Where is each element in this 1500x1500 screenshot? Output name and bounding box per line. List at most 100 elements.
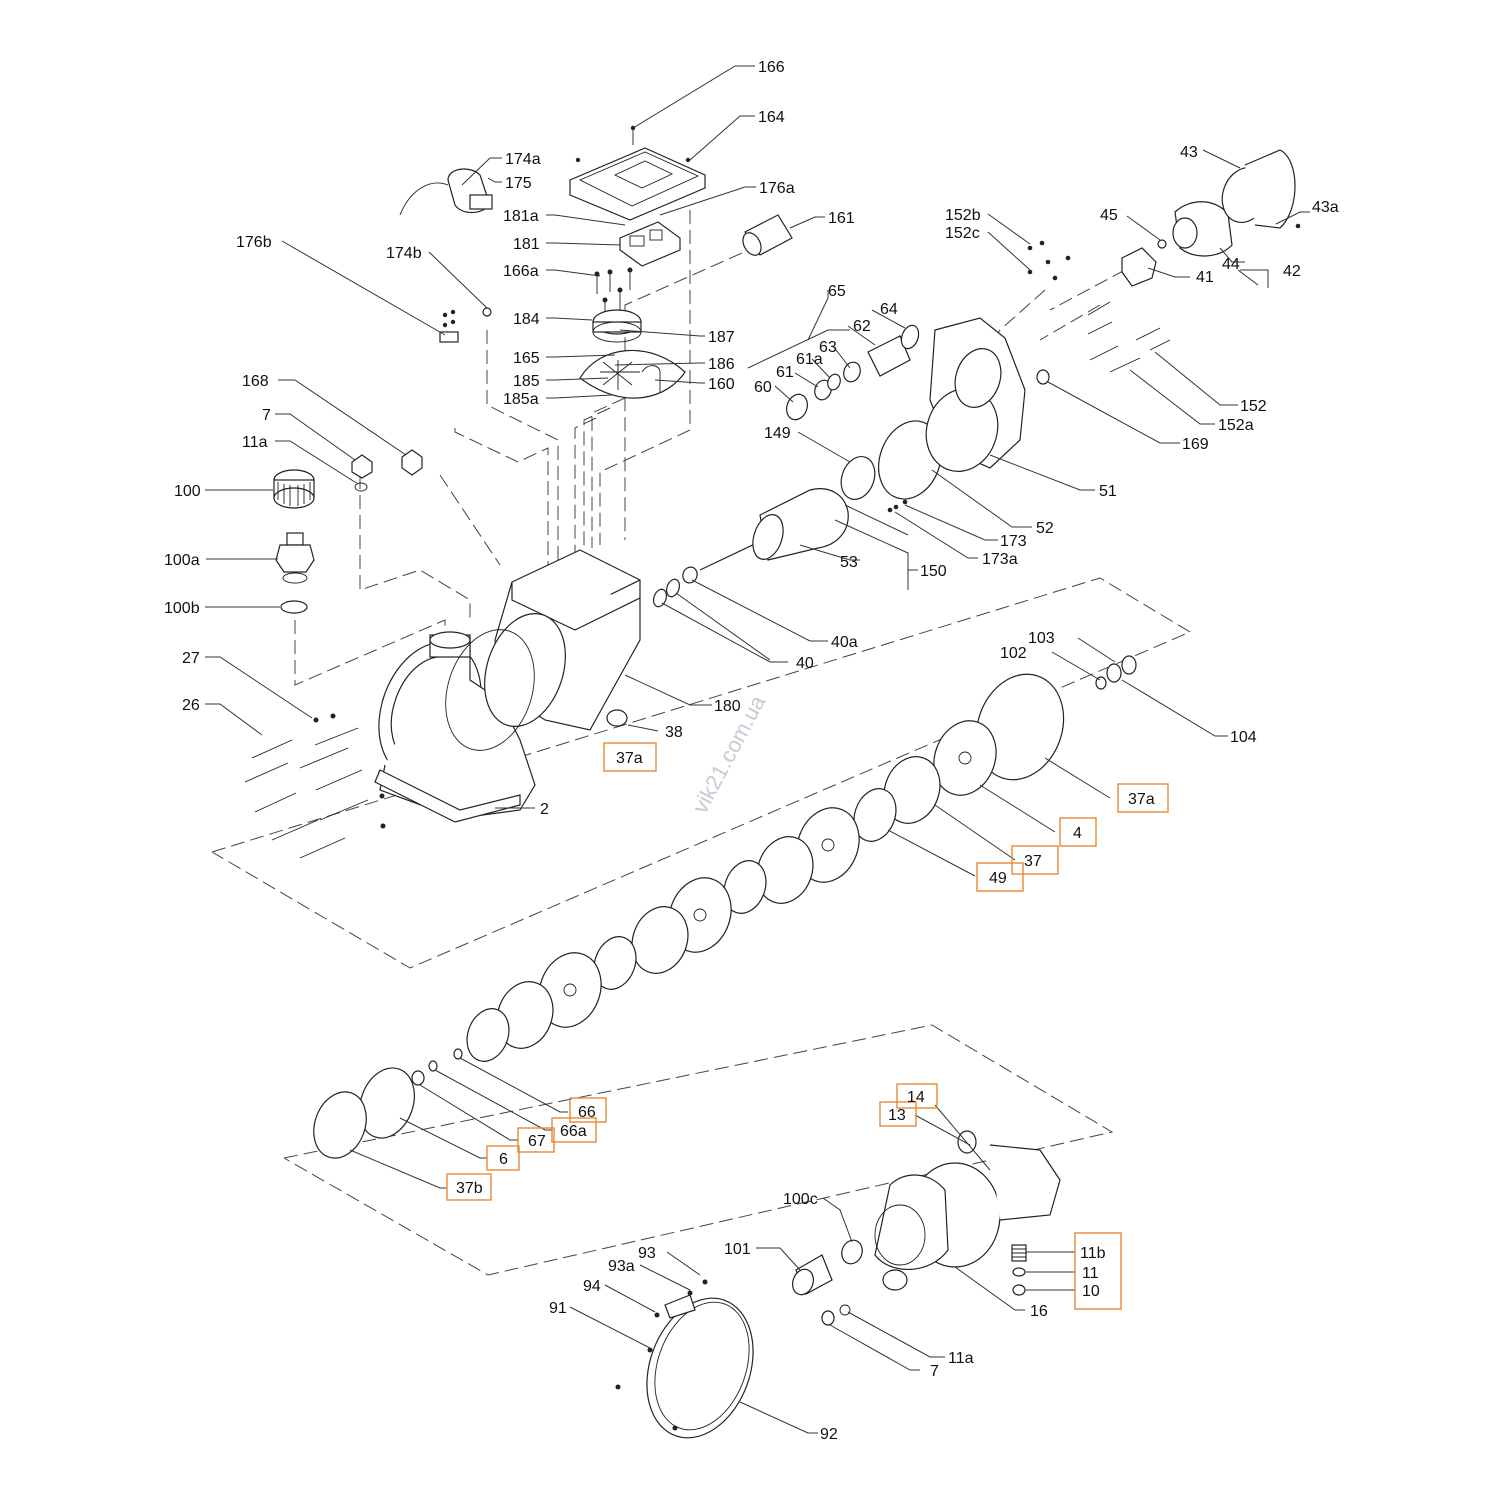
plate-165 (579, 350, 686, 399)
label-100a: 100a (164, 552, 200, 569)
label-165: 165 (513, 350, 540, 367)
boxed-label-67: 67 (528, 1133, 546, 1150)
fitting-100a (275, 532, 315, 584)
label-100: 100 (174, 483, 201, 500)
label-40a: 40a (831, 634, 858, 651)
boxed-label-37: 37 (1024, 853, 1042, 870)
label-43: 43 (1180, 144, 1198, 161)
cable-gland-174a (399, 168, 493, 216)
label-91: 91 (549, 1300, 567, 1317)
label-44: 44 (1222, 256, 1240, 273)
label-174b: 174b (386, 245, 422, 262)
cap-43 (1221, 149, 1301, 229)
label-102: 102 (1000, 645, 1027, 662)
o-ring-38 (606, 709, 628, 727)
plug-7-bottom (821, 1304, 851, 1326)
boxed-label-6: 6 (499, 1151, 508, 1168)
control-board-181 (619, 221, 681, 267)
label-45: 45 (1100, 207, 1118, 224)
label-52: 52 (1036, 520, 1054, 537)
boxed-label-37a-right: 37a (1128, 791, 1155, 808)
label-161: 161 (828, 210, 855, 227)
part-44 (1172, 201, 1233, 257)
motor-cover-51 (925, 317, 1026, 472)
boxed-labels: 37a 37a 4 37 49 66 66a 67 6 37b 14 13 11… (456, 750, 1155, 1300)
terminal-cover-164 (569, 125, 706, 221)
o-ring-100b (280, 600, 308, 614)
label-104: 104 (1230, 729, 1257, 746)
boxed-label-66a: 66a (560, 1123, 587, 1140)
boxed-label-10: 10 (1082, 1283, 1100, 1300)
label-94: 94 (583, 1278, 601, 1295)
small-parts-176b-174b (439, 307, 492, 343)
boxed-label-66: 66 (578, 1104, 596, 1121)
boxed-label-11b: 11b (1080, 1245, 1106, 1262)
stage-stack (466, 720, 997, 1062)
label-164: 164 (758, 109, 785, 126)
leader-lines (205, 65, 1310, 1434)
bearing-149 (840, 456, 876, 500)
screws-173 (887, 499, 908, 513)
label-40: 40 (796, 655, 814, 672)
label-160: 160 (708, 376, 735, 393)
rings-102-104 (1095, 655, 1137, 690)
label-166: 166 (758, 59, 785, 76)
clamp-ring-92 (615, 1279, 754, 1439)
label-64: 64 (880, 301, 898, 318)
part-41-45 (1121, 239, 1167, 287)
label-152c: 152c (945, 225, 980, 242)
label-173a: 173a (982, 551, 1018, 568)
nut-100 (273, 469, 315, 509)
label-41: 41 (1196, 269, 1214, 286)
label-62: 62 (853, 318, 871, 335)
rings-40 (652, 566, 698, 608)
label-93: 93 (638, 1245, 656, 1262)
label-176b: 176b (236, 234, 272, 251)
label-173: 173 (1000, 533, 1027, 550)
label-7-bottom: 7 (930, 1363, 939, 1380)
label-176a: 176a (759, 180, 795, 197)
highlight-boxes (446, 742, 1169, 1310)
label-61a: 61a (796, 351, 823, 368)
bearing-group-60-64 (786, 324, 920, 421)
label-27: 27 (182, 650, 200, 667)
o-ring-52 (878, 420, 942, 500)
pump-housing-2 (374, 631, 536, 823)
label-181a: 181a (503, 208, 539, 225)
label-93a: 93a (608, 1258, 635, 1275)
boxed-label-4: 4 (1073, 825, 1082, 842)
label-103: 103 (1028, 630, 1055, 647)
boxed-label-37a-top: 37a (616, 750, 643, 767)
label-175: 175 (505, 175, 532, 192)
nut-169 (1036, 369, 1050, 385)
label-185: 185 (513, 373, 540, 390)
boxed-label-11: 11 (1082, 1265, 1099, 1282)
rotor-53 (699, 488, 849, 571)
part-drawings (244, 125, 1301, 1439)
label-101: 101 (724, 1241, 751, 1258)
label-187: 187 (708, 329, 735, 346)
label-42: 42 (1283, 263, 1301, 280)
screws-166a (594, 267, 633, 318)
label-181: 181 (513, 236, 540, 253)
fan-184 (592, 309, 642, 343)
label-92: 92 (820, 1426, 838, 1443)
label-168: 168 (242, 373, 269, 390)
label-61: 61 (776, 364, 794, 381)
plug-7-top (351, 454, 373, 492)
label-180: 180 (714, 698, 741, 715)
spring-valve-11b-10 (1011, 1244, 1027, 1296)
end-parts-6-67-37b (313, 1048, 463, 1159)
label-43a: 43a (1312, 199, 1339, 216)
label-51: 51 (1099, 483, 1117, 500)
label-184: 184 (513, 311, 540, 328)
boxed-label-14: 14 (907, 1089, 925, 1106)
label-150: 150 (920, 563, 947, 580)
label-100c: 100c (783, 1191, 818, 1208)
label-2: 2 (540, 801, 549, 818)
label-38: 38 (665, 724, 683, 741)
label-7: 7 (262, 407, 271, 424)
label-152: 152 (1240, 398, 1267, 415)
label-166a: 166a (503, 263, 539, 280)
